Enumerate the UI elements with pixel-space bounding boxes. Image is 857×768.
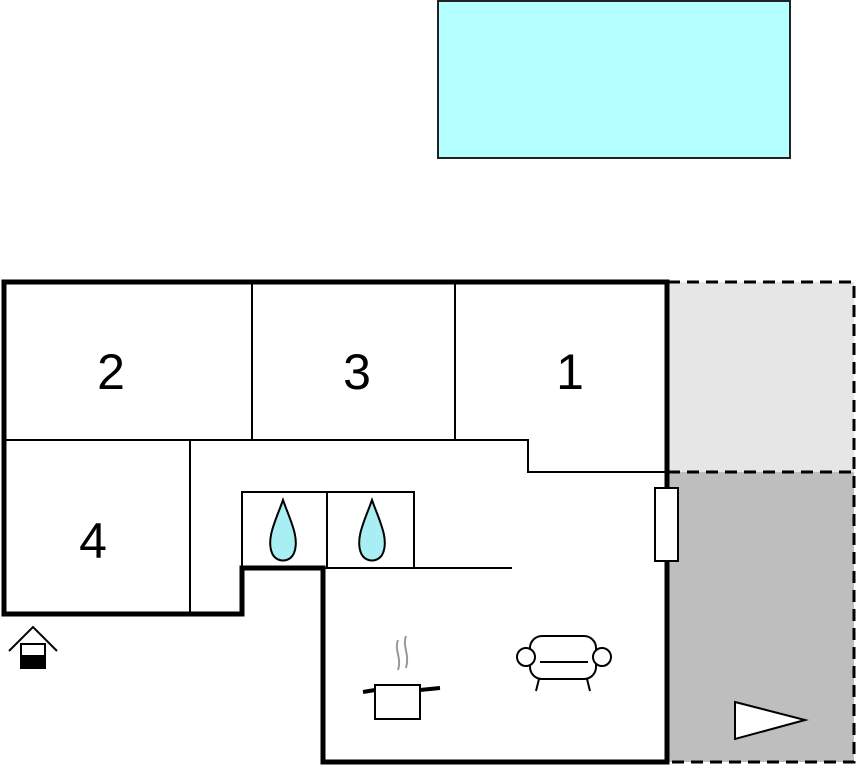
sofa-icon — [516, 635, 612, 692]
cooking-pot-icon — [362, 635, 441, 720]
room-label: 1 — [556, 344, 584, 400]
pool — [437, 0, 791, 159]
entrance-icon — [8, 625, 58, 669]
window — [654, 487, 679, 562]
interior-walls — [5, 282, 667, 614]
water-drop-icon — [269, 496, 297, 562]
room-label: 3 — [343, 344, 371, 400]
terrace-dashed-border — [668, 280, 856, 764]
water-drop-icon — [358, 496, 386, 562]
direction-arrow-icon — [734, 700, 809, 741]
room-label: 4 — [79, 513, 107, 569]
exterior-walls — [1, 279, 670, 765]
room-label: 2 — [97, 344, 125, 400]
terrace-upper — [668, 282, 854, 472]
